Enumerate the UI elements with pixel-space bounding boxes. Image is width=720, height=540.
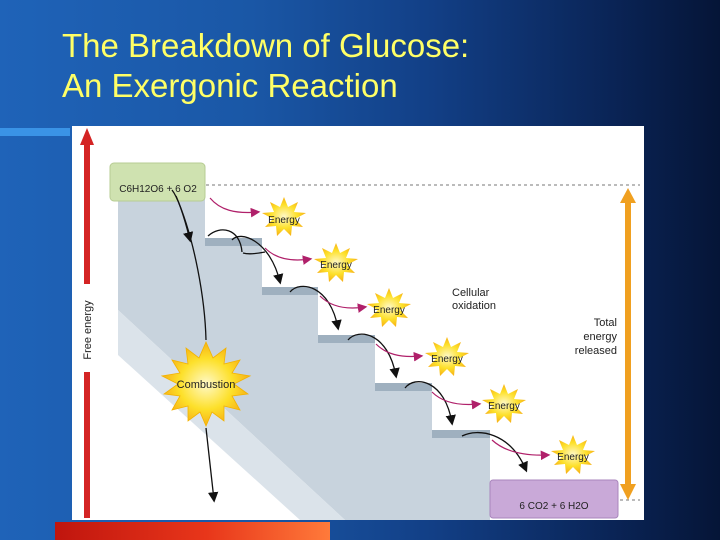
cellular-label-line-2: oxidation (452, 300, 496, 312)
total-label-line-1: Total (594, 317, 617, 329)
title-line-1: The Breakdown of Glucose: (62, 27, 470, 64)
energy-burst-4: Energy (425, 337, 469, 376)
bottom-accent-bar (55, 522, 330, 540)
y-axis-label: Free energy (82, 300, 94, 360)
energy-label-4: Energy (431, 354, 463, 365)
energy-burst-5: Energy (482, 384, 526, 423)
cellular-label-line-1: Cellular (452, 287, 490, 299)
slide-title: The Breakdown of Glucose: An Exergonic R… (62, 26, 702, 106)
energy-burst-3: Energy (367, 288, 411, 327)
product-box: 6 CO2 + 6 H2O (489, 479, 619, 519)
energy-release-arrows (209, 197, 551, 461)
energy-label-3: Energy (373, 305, 405, 316)
combustion-label: Combustion (177, 379, 236, 391)
total-label-line-3: released (575, 345, 617, 357)
combustion-arrow (175, 195, 214, 500)
total-energy-arrow (620, 188, 636, 500)
energy-label-1: Energy (268, 215, 300, 226)
energy-label-2: Energy (320, 260, 352, 271)
energy-burst-1: Energy (262, 197, 306, 236)
accent-bar (0, 128, 70, 136)
total-label-line-2: energy (583, 331, 617, 343)
energy-label-5: Energy (488, 401, 520, 412)
combustion-burst: Combustion (160, 341, 252, 428)
free-energy-axis: Free energy (80, 128, 94, 518)
energy-burst-6: Energy (551, 435, 595, 474)
reactant-box: C6H12O6 + 6 O2 (109, 162, 206, 202)
energy-label-6: Energy (557, 452, 589, 463)
energy-burst-2: Energy (314, 243, 358, 282)
reactant-label: C6H12O6 + 6 O2 (119, 184, 197, 195)
title-line-2: An Exergonic Reaction (62, 67, 398, 104)
product-label: 6 CO2 + 6 H2O (519, 501, 588, 512)
